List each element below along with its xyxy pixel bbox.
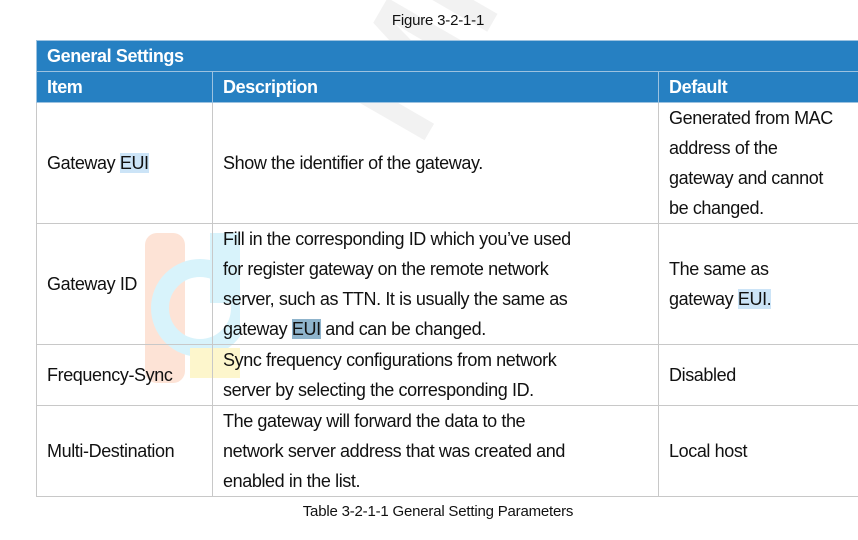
description-cell: Fill in the corresponding ID which you’v… xyxy=(212,223,659,345)
general-settings-table: General Settings Item Description Defaul… xyxy=(36,40,858,497)
default-line: Generated from MAC xyxy=(669,108,833,128)
description-line: server, such as TTN. It is usually the s… xyxy=(223,289,568,309)
description-line: network server address that was created … xyxy=(223,441,565,461)
column-header-item: Item xyxy=(36,71,213,103)
item-text: Gateway xyxy=(47,153,120,173)
description-text: gateway xyxy=(223,319,292,339)
item-cell: Frequency-Sync xyxy=(36,344,213,406)
description-line: Fill in the corresponding ID which you’v… xyxy=(223,229,571,249)
description-line: server by selecting the corresponding ID… xyxy=(223,380,534,400)
description-text: and can be changed. xyxy=(320,319,486,339)
description-line: Show the identifier of the gateway. xyxy=(223,153,483,173)
default-cell: Generated from MAC address of the gatewa… xyxy=(658,102,858,224)
default-cell: Disabled xyxy=(658,344,858,406)
description-line: The gateway will forward the data to the xyxy=(223,411,526,431)
item-cell: Gateway EUI xyxy=(36,102,213,224)
default-cell: Local host xyxy=(658,405,858,497)
description-cell: Sync frequency configurations from netwo… xyxy=(212,344,659,406)
item-cell: Gateway ID xyxy=(36,223,213,345)
default-line: gateway EUI. xyxy=(669,284,858,314)
default-cell: The same as gateway EUI. xyxy=(658,223,858,345)
description-cell: Show the identifier of the gateway. xyxy=(212,102,659,224)
table-row: Gateway ID Fill in the corresponding ID … xyxy=(36,223,858,345)
description-line: for register gateway on the remote netwo… xyxy=(223,259,549,279)
description-line: enabled in the list. xyxy=(223,471,361,491)
table-row: Gateway EUI Show the identifier of the g… xyxy=(36,102,858,224)
highlighted-text: EUI. xyxy=(737,289,772,309)
figure-caption: Figure 3-2-1-1 xyxy=(391,12,485,29)
description-line: gateway EUI and can be changed. xyxy=(223,314,648,344)
column-header-default: Default xyxy=(658,71,858,103)
description-cell: The gateway will forward the data to the… xyxy=(212,405,659,497)
default-line: address of the xyxy=(669,138,778,158)
default-text: gateway xyxy=(669,289,738,309)
selected-text: EUI xyxy=(291,319,321,339)
default-line: be changed. xyxy=(669,198,764,218)
item-cell: Multi-Destination xyxy=(36,405,213,497)
default-line: gateway and cannot xyxy=(669,168,823,188)
table-title: General Settings xyxy=(36,40,858,72)
default-line: The same as xyxy=(669,259,769,279)
table-row: Frequency-Sync Sync frequency configurat… xyxy=(36,344,858,406)
highlighted-text: EUI xyxy=(119,153,149,173)
description-line: Sync frequency configurations from netwo… xyxy=(223,350,557,370)
table-row: Multi-Destination The gateway will forwa… xyxy=(36,405,858,497)
table-caption: Table 3-2-1-1 General Setting Parameters xyxy=(302,503,574,520)
column-header-description: Description xyxy=(212,71,659,103)
